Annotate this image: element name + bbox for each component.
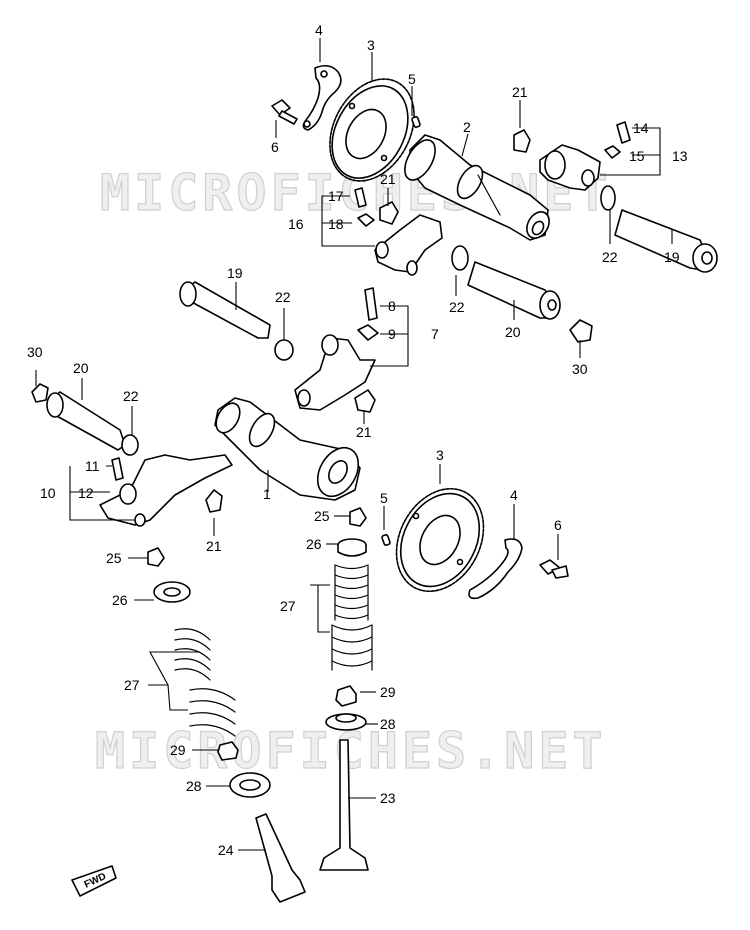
callout-26-center: 26	[306, 536, 322, 552]
callout-8: 8	[388, 298, 396, 314]
washer-22-mid-right	[451, 245, 469, 271]
callout-19-left: 19	[227, 265, 243, 281]
callout-22-left: 22	[123, 388, 139, 404]
pin-top	[411, 116, 421, 128]
callout-16: 16	[288, 216, 304, 232]
bolt-bottom	[539, 559, 569, 579]
leader-lines	[35, 38, 673, 851]
rocker-shaft-top-right	[614, 209, 718, 273]
cotter-25-left	[147, 547, 165, 567]
rocker-arm-top-right	[539, 144, 601, 191]
plug-30-left	[31, 383, 49, 403]
rocker-shaft-19-left	[179, 281, 271, 339]
adjuster-screw-11	[111, 457, 124, 481]
callout-17: 17	[328, 188, 344, 204]
rocker-arm-top-center	[374, 214, 443, 276]
callout-15: 15	[629, 148, 645, 164]
callout-25-left: 25	[106, 550, 122, 566]
spring-27-center	[331, 564, 373, 671]
fwd-arrow-icon: FWD	[71, 865, 117, 897]
callout-10: 10	[40, 485, 56, 501]
rocker-shaft-20-left	[46, 391, 126, 451]
callout-23: 23	[380, 790, 396, 806]
callout-6-top: 6	[271, 139, 279, 155]
callout-27-left: 27	[124, 677, 140, 693]
callout-21-top-center: 21	[380, 171, 396, 187]
callout-28-left: 28	[186, 778, 202, 794]
callout-2: 2	[463, 119, 471, 135]
rocker-arm-mid	[294, 334, 376, 411]
lock-nut-9	[357, 324, 379, 341]
lock-nut-16	[357, 213, 375, 227]
callout-3-top: 3	[367, 37, 375, 53]
adjuster-screw-top	[616, 121, 631, 144]
rocker-shaft-20-top	[467, 261, 561, 320]
callout-7: 7	[431, 326, 439, 342]
callout-9: 9	[388, 326, 396, 342]
valve-24	[255, 813, 306, 903]
rocker-arm-left	[99, 454, 233, 527]
adjuster-screw-16	[354, 187, 367, 208]
callout-14: 14	[633, 120, 649, 136]
callout-6-bottom: 6	[554, 517, 562, 533]
plug-30-right	[569, 319, 593, 343]
callout-22-top-right: 22	[602, 249, 618, 265]
callout-20-left: 20	[73, 360, 89, 376]
callout-30-left: 30	[27, 344, 43, 360]
seal-29-left	[217, 741, 239, 761]
pin-bottom	[381, 534, 391, 546]
sprocket-top	[329, 78, 415, 182]
callout-22-mid-left: 22	[275, 289, 291, 305]
callout-20-top: 20	[505, 324, 521, 340]
callout-24: 24	[218, 842, 234, 858]
callout-27-center: 27	[280, 598, 296, 614]
circlip-top	[302, 64, 342, 131]
circlip-bottom	[468, 538, 523, 600]
callout-3-bottom: 3	[436, 447, 444, 463]
callout-22-mid-right: 22	[449, 299, 465, 315]
callout-11: 11	[85, 458, 100, 474]
callout-5-bottom: 5	[380, 490, 388, 506]
retainer-26-left	[153, 581, 191, 603]
stopper-21-mid	[354, 389, 376, 413]
callout-29-center: 29	[380, 684, 396, 700]
callout-29-left: 29	[170, 742, 186, 758]
seat-28-left	[229, 772, 271, 798]
callout-28-center: 28	[380, 716, 396, 732]
callout-26-left: 26	[112, 592, 128, 608]
callout-13: 13	[672, 148, 688, 164]
callout-12: 12	[78, 485, 94, 501]
callout-4-top: 4	[315, 22, 323, 38]
stopper-21-top-center	[379, 201, 399, 225]
camshaft-center	[214, 397, 361, 501]
adjuster-screw-8	[364, 287, 378, 321]
callout-21-mid: 21	[356, 424, 372, 440]
stopper-top-right	[513, 129, 531, 153]
callout-21-left: 21	[206, 538, 222, 554]
stopper-21-left	[205, 489, 223, 513]
callout-19-right: 19	[664, 249, 680, 265]
seal-29-center	[335, 685, 357, 707]
lock-nut-top	[604, 145, 621, 159]
spring-27-left	[174, 628, 236, 737]
callout-18: 18	[328, 216, 344, 232]
bolt-top	[271, 99, 298, 125]
sprocket-bottom	[395, 487, 485, 593]
cotter-25-center	[349, 507, 367, 527]
callout-numbers: 4 3 6 5 2 21 14 15 13 21 17 16 18 22 19 …	[27, 22, 688, 858]
callout-25-center: 25	[314, 508, 330, 524]
camshaft-top	[404, 134, 550, 241]
washer-22-left	[121, 434, 139, 456]
washer-top-right	[600, 185, 616, 211]
callout-1: 1	[263, 486, 271, 502]
watermark-bottom: MICROFICHES.NET	[95, 722, 607, 780]
valve-23	[319, 739, 369, 871]
callout-21-top-right: 21	[512, 84, 528, 100]
washer-22-mid-left	[274, 339, 294, 361]
callout-5-top: 5	[408, 71, 416, 87]
callout-30-right: 30	[572, 361, 588, 377]
callout-4-bottom: 4	[510, 487, 518, 503]
